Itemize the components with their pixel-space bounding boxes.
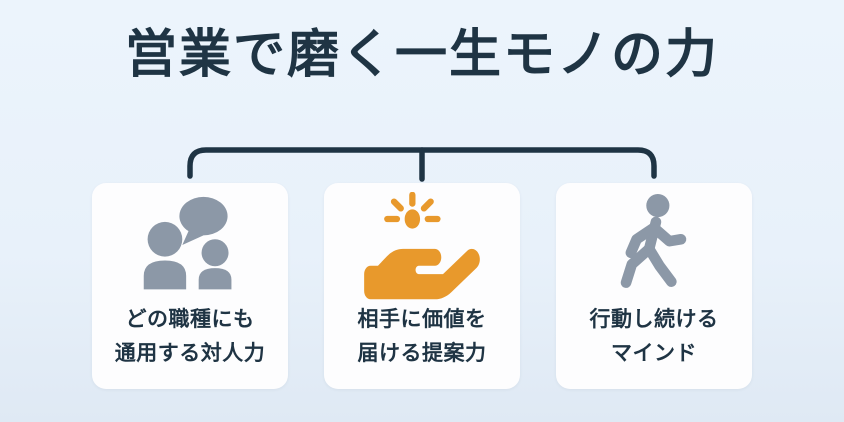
card-mindset-line1: 行動し続ける bbox=[589, 308, 719, 331]
people-chat-icon bbox=[131, 193, 249, 299]
card-interpersonal: どの職種にも 通用する対人力 bbox=[92, 183, 288, 389]
page-title: 営業で磨く一生モノの力 bbox=[124, 26, 719, 84]
card-proposal-line1: 相手に価値を bbox=[357, 308, 487, 331]
walking-person-icon bbox=[595, 193, 713, 299]
card-interpersonal-label: どの職種にも 通用する対人力 bbox=[115, 303, 266, 370]
bracket-line bbox=[187, 147, 657, 179]
card-proposal-label: 相手に価値を 届ける提案力 bbox=[358, 303, 487, 370]
card-mindset: 行動し続ける マインド bbox=[556, 183, 752, 389]
hand-offering-light-icon bbox=[363, 192, 481, 300]
card-mindset-label: 行動し続ける マインド bbox=[590, 303, 719, 370]
card-row: どの職種にも 通用する対人力 相手に価値を 届ける提案力 bbox=[0, 183, 844, 389]
card-proposal-line2: 届ける提案力 bbox=[357, 341, 487, 365]
card-interpersonal-line2: 通用する対人力 bbox=[114, 341, 266, 365]
card-proposal: 相手に価値を 届ける提案力 bbox=[324, 183, 520, 389]
card-mindset-line2: マインド bbox=[611, 341, 697, 365]
card-interpersonal-line1: どの職種にも bbox=[125, 308, 255, 331]
